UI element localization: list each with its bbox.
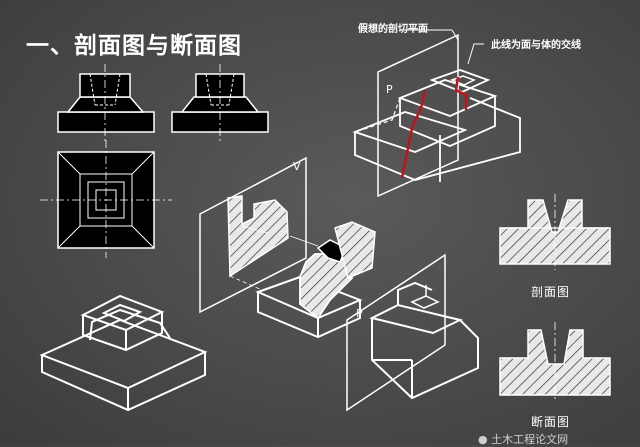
plane-label-v: V — [293, 160, 301, 173]
watermark: ● 土木工程论文网 — [478, 433, 569, 446]
v-plane-section — [199, 156, 319, 314]
side-view — [171, 64, 269, 142]
cross-section-drawing — [499, 322, 611, 402]
cutting-plane-illustration — [352, 29, 521, 198]
top-view — [40, 140, 172, 258]
isometric-model — [39, 294, 208, 412]
slide-title: 一、剖面图与断面图 — [26, 33, 242, 59]
cross-section-caption: 断面图 — [531, 415, 571, 429]
section-view-drawing — [499, 194, 611, 270]
intersection-line-annotation: 此线为面与体的交线 — [491, 40, 581, 51]
plane-label-p-top: P — [386, 83, 393, 96]
p-plane-cross-section — [346, 253, 479, 412]
cut-solid — [255, 221, 376, 339]
section-view-caption: 剖面图 — [531, 285, 571, 299]
front-view — [57, 64, 155, 142]
cutting-plane-annotation: 假想的剖切平面 — [358, 24, 428, 35]
